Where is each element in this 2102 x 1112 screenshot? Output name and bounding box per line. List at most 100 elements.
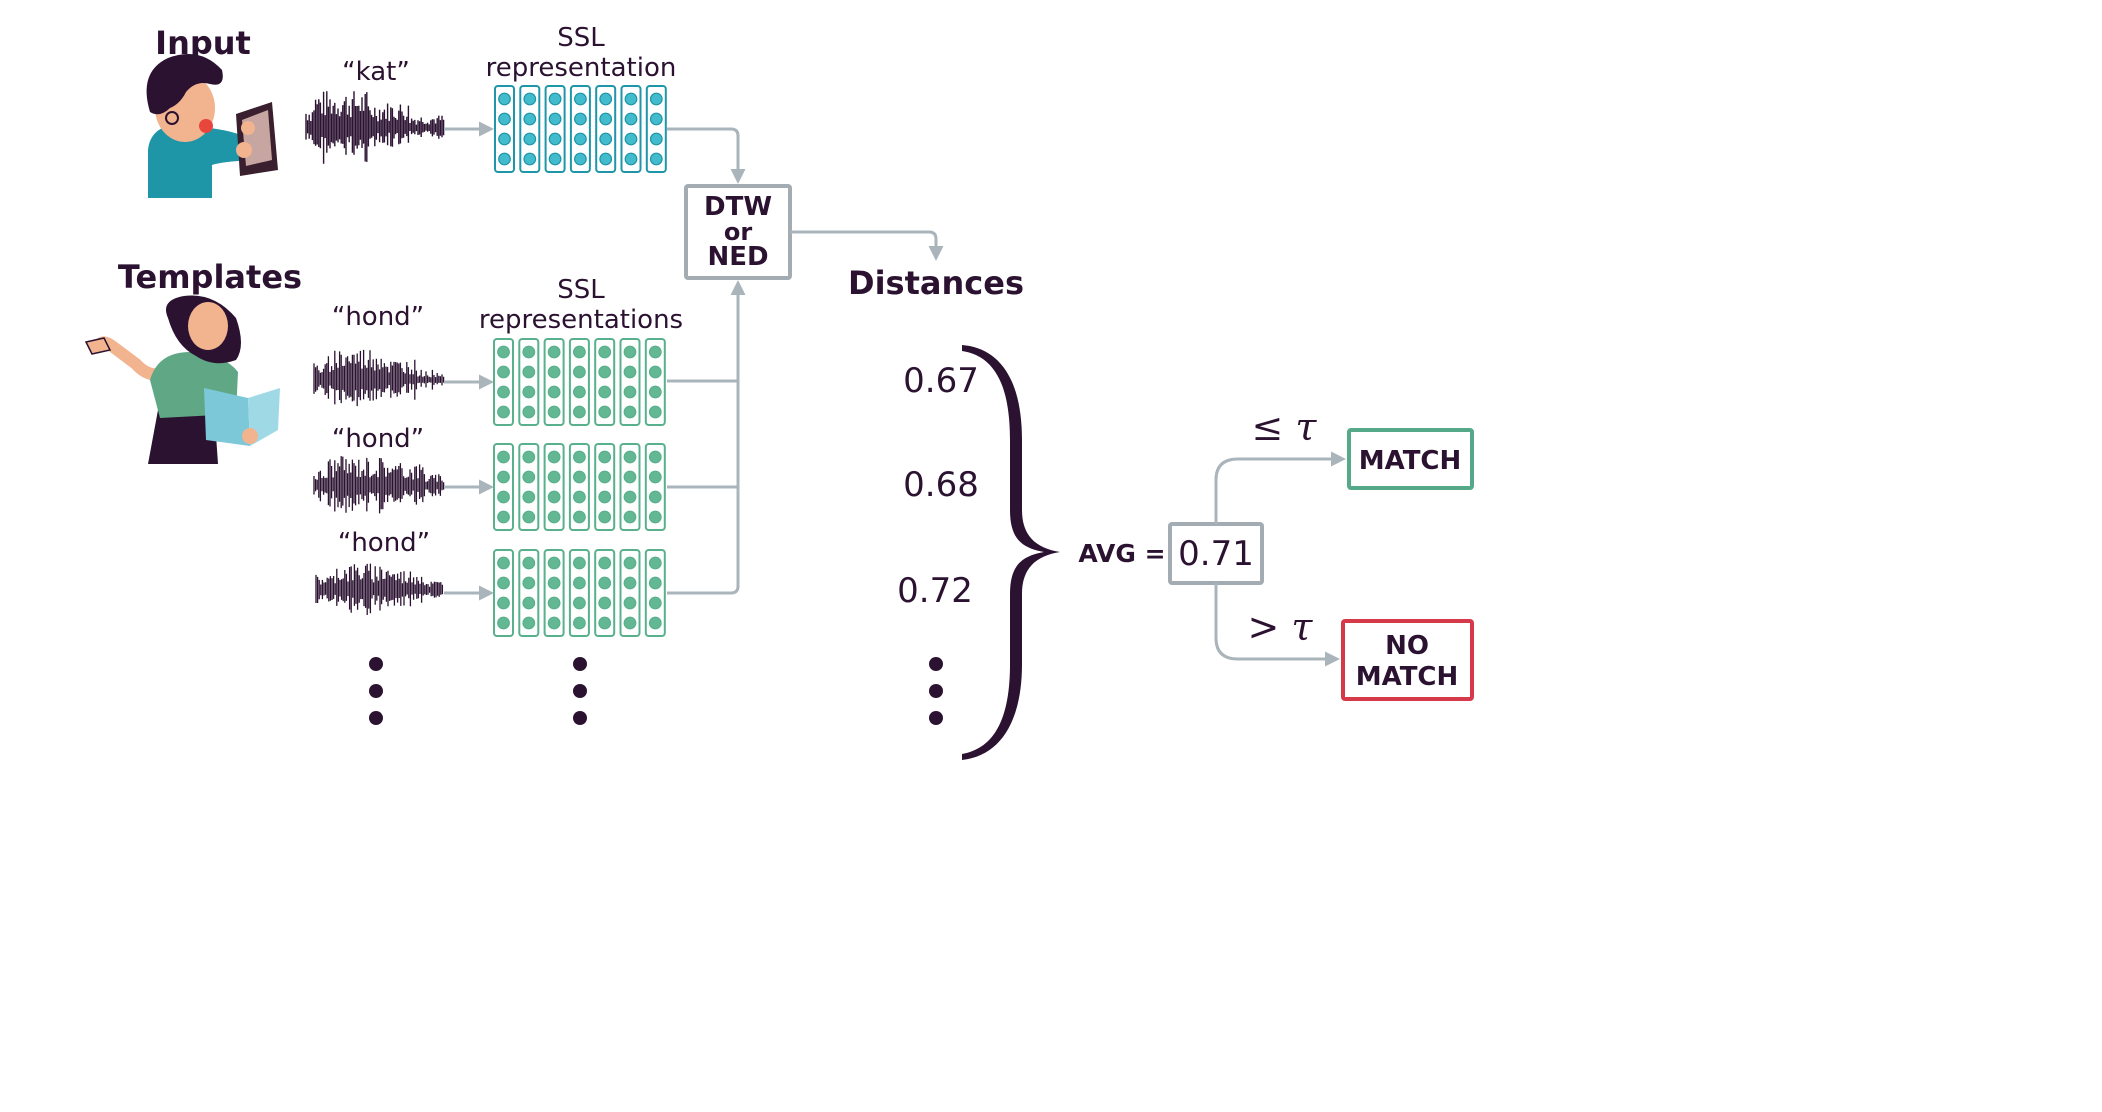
ssl-frame: [568, 338, 590, 426]
ssl-feature-dot: [648, 470, 662, 484]
ssl-feature-dot: [547, 510, 561, 524]
ssl-feature-dot: [574, 152, 587, 166]
templates-heading: Templates: [118, 258, 302, 296]
ssl-feature-dot: [497, 556, 510, 570]
ssl-feature-dot: [547, 470, 561, 484]
ssl-feature-dot: [623, 405, 637, 419]
template-ssl-label-line1: SSL: [557, 275, 605, 305]
le-tau-label: ≤ τ: [1252, 405, 1318, 449]
ssl-frame: [619, 338, 641, 426]
ssl-frame: [543, 549, 565, 637]
ssl-feature-dot: [498, 112, 511, 126]
ssl-feature-dot: [547, 345, 561, 359]
template-matching-diagram: Input “kat” SSL representation DTW or NE…: [84, 23, 1474, 760]
no-match-label-line2: MATCH: [1356, 662, 1459, 692]
ssl-feature-dot: [522, 576, 536, 590]
ssl-feature-dot: [574, 92, 587, 106]
ssl-feature-dot: [522, 490, 536, 504]
ssl-feature-dot: [547, 490, 561, 504]
ssl-frame: [494, 85, 515, 173]
ssl-feature-dot: [648, 556, 662, 570]
ssl-feature-dot: [548, 92, 562, 106]
ssl-feature-dot: [522, 405, 536, 419]
ssl-feature-dot: [649, 132, 663, 146]
ssl-feature-dot: [623, 616, 637, 630]
ssl-frame: [644, 338, 666, 426]
ssl-feature-dot: [522, 470, 536, 484]
ssl-feature-dot: [497, 510, 510, 524]
ssl-feature-dot: [598, 470, 612, 484]
ssl-feature-dot: [497, 405, 510, 419]
ssl-feature-dot: [598, 365, 612, 379]
ssl-feature-dot: [573, 470, 586, 484]
ssl-feature-dot: [598, 510, 612, 524]
ssl-feature-dot: [547, 450, 561, 464]
ssl-frame: [594, 338, 616, 426]
avg-value: 0.71: [1178, 534, 1254, 574]
ssl-frame: [568, 443, 590, 531]
template-ssl-label-line2: representations: [479, 305, 683, 335]
ssl-feature-dot: [573, 576, 586, 590]
ssl-feature-dot: [624, 132, 638, 146]
ssl-feature-dot: [598, 616, 612, 630]
ssl-feature-dot: [573, 510, 586, 524]
ssl-frame: [619, 549, 641, 637]
ssl-frame: [518, 549, 540, 637]
ssl-feature-dot: [573, 490, 586, 504]
ssl-frame: [544, 85, 566, 173]
template-ssl-representation-1: [493, 338, 666, 426]
ssl-feature-dot: [497, 385, 510, 399]
ssl-feature-dot: [648, 510, 662, 524]
ssl-feature-dot: [648, 576, 662, 590]
ssl-feature-dot: [599, 112, 613, 126]
ssl-feature-dot: [648, 616, 662, 630]
ssl-feature-dot: [598, 576, 612, 590]
ssl-feature-dot: [523, 112, 537, 126]
template-word-2: “hond”: [332, 424, 424, 454]
ssl-feature-dot: [649, 152, 663, 166]
distance-value-1: 0.67: [903, 361, 979, 401]
ssl-feature-dot: [648, 490, 662, 504]
input-ssl-representation: [494, 85, 667, 173]
ssl-feature-dot: [598, 490, 612, 504]
ssl-feature-dot: [547, 405, 561, 419]
ssl-feature-dot: [547, 556, 561, 570]
ssl-frame: [543, 338, 565, 426]
ssl-feature-dot: [648, 345, 662, 359]
match-label: MATCH: [1359, 446, 1462, 476]
ssl-feature-dot: [547, 385, 561, 399]
ssl-feature-dot: [648, 385, 662, 399]
ssl-feature-dot: [623, 556, 637, 570]
boy-reading-icon: [146, 54, 278, 198]
gt-tau-label: > τ: [1248, 605, 1314, 649]
ssl-feature-dot: [599, 132, 613, 146]
ssl-feature-dot: [648, 450, 662, 464]
ssl-frame: [619, 443, 641, 531]
ssl-feature-dot: [547, 616, 561, 630]
ssl-feature-dot: [648, 405, 662, 419]
input-heading: Input: [155, 24, 251, 62]
match-box: [1347, 428, 1474, 490]
ssl-feature-dot: [522, 345, 536, 359]
ssl-feature-dot: [624, 92, 638, 106]
ssl-feature-dot: [522, 510, 536, 524]
ssl-feature-dot: [548, 132, 562, 146]
dtw-label: DTW: [704, 192, 772, 222]
woman-presenting-icon: [84, 295, 280, 464]
ssl-frame: [493, 549, 514, 637]
ssl-feature-dot: [598, 385, 612, 399]
input-word: “kat”: [342, 57, 410, 87]
ssl-frame: [645, 85, 667, 173]
ssl-feature-dot: [649, 92, 663, 106]
arrow-dtw-to-distances: [790, 230, 944, 261]
ssl-frame: [518, 338, 540, 426]
ssl-feature-dot: [599, 92, 613, 106]
ssl-feature-dot: [497, 365, 510, 379]
ssl-feature-dot: [573, 345, 586, 359]
arrow-to-no-match: [1214, 583, 1340, 667]
no-match-label-line1: NO: [1385, 631, 1429, 661]
ssl-frame: [594, 443, 616, 531]
waveform-ellipsis: [369, 657, 383, 725]
ssl-feature-dot: [523, 92, 537, 106]
ssl-feature-dot: [623, 576, 637, 590]
